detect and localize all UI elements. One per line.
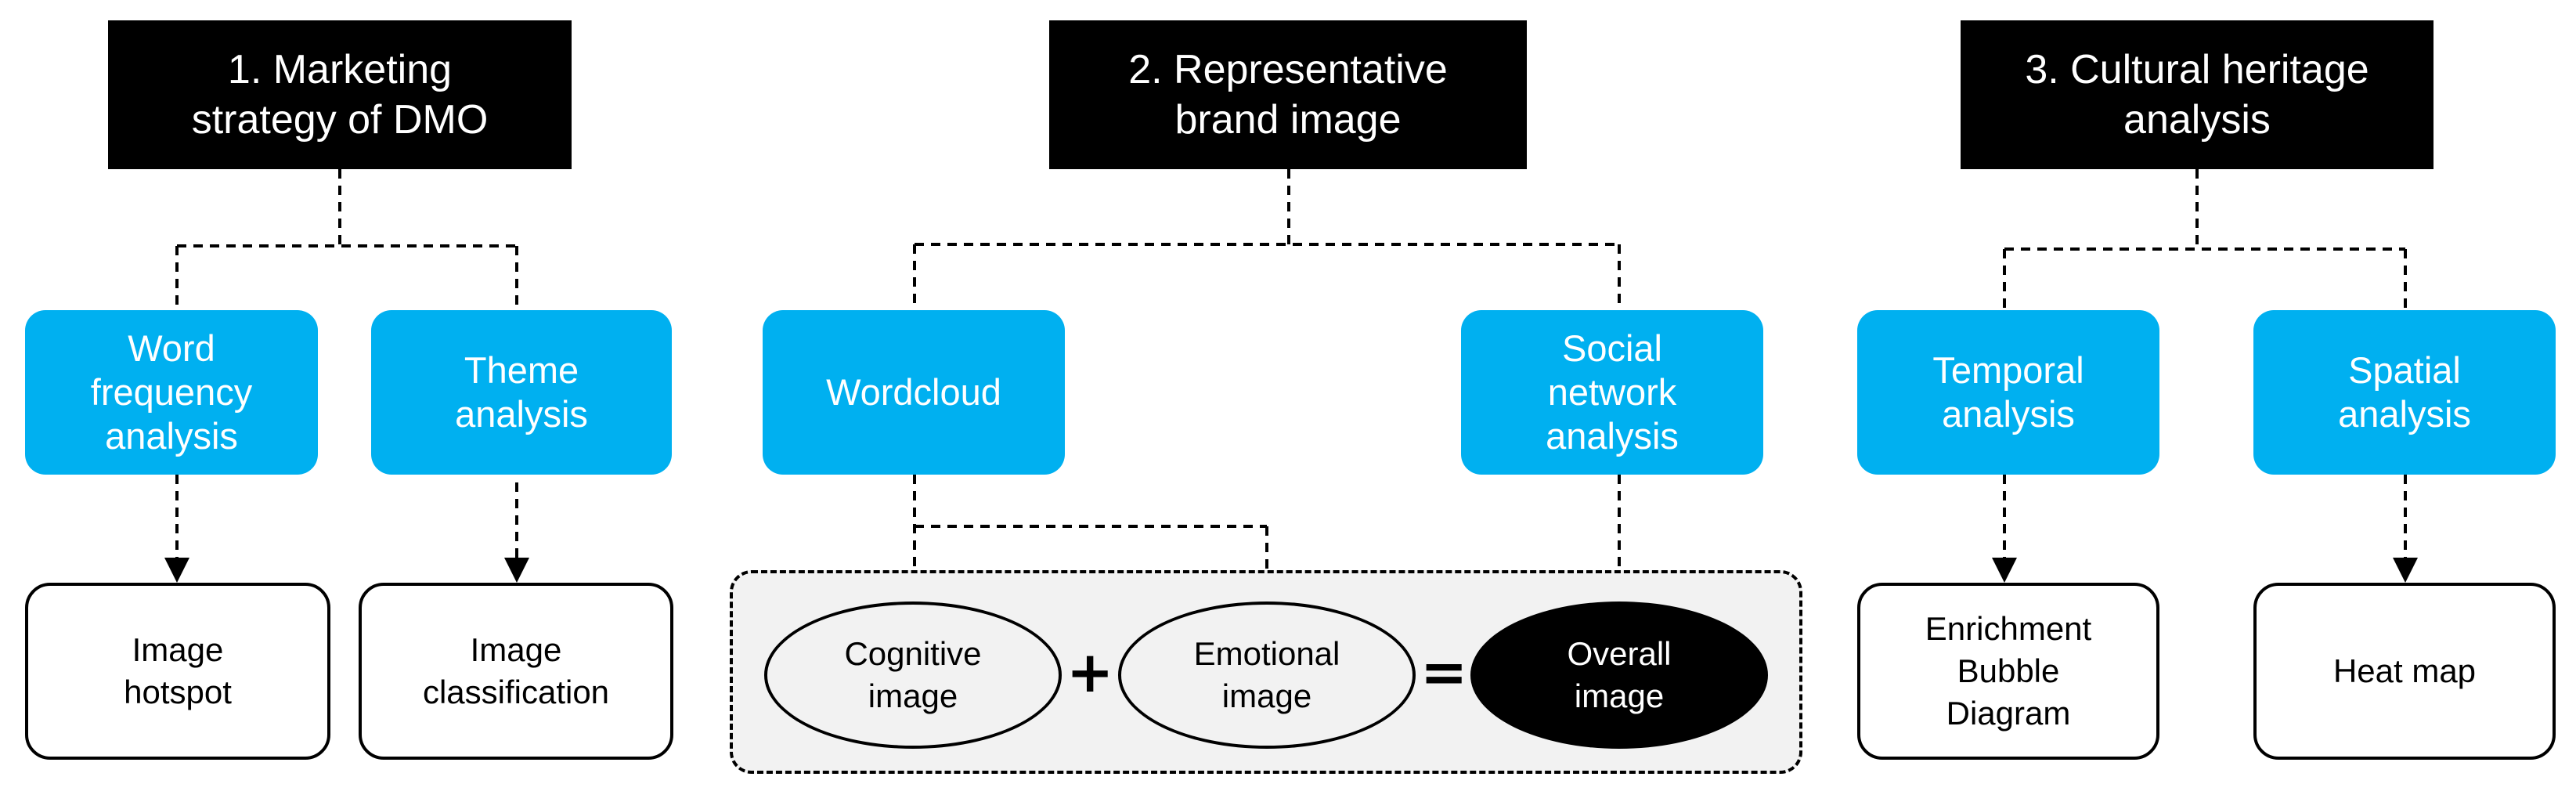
result-emotional-image: Emotional image bbox=[1118, 602, 1416, 749]
result-image-hotspot: Image hotspot bbox=[25, 583, 330, 760]
header-cultural-heritage-analysis: 3. Cultural heritage analysis bbox=[1961, 20, 2433, 169]
method-temporal-analysis: Temporal analysis bbox=[1857, 310, 2159, 475]
connector-header-2-to-methods bbox=[913, 169, 1621, 310]
equals-operator: = bbox=[1420, 639, 1468, 705]
method-spatial-analysis: Spatial analysis bbox=[2253, 310, 2556, 475]
method-word-frequency-analysis: Word frequency analysis bbox=[25, 310, 318, 475]
method-theme-analysis: Theme analysis bbox=[371, 310, 672, 475]
method-social-network-analysis: Social network analysis bbox=[1461, 310, 1763, 475]
result-image-classification: Image classification bbox=[359, 583, 673, 760]
header-marketing-strategy: 1. Marketing strategy of DMO bbox=[108, 20, 572, 169]
connector-header-3-to-methods bbox=[2003, 169, 2407, 310]
method-wordcloud: Wordcloud bbox=[763, 310, 1065, 475]
result-cognitive-image: Cognitive image bbox=[764, 602, 1062, 749]
connector-header-1-to-methods bbox=[175, 169, 518, 310]
result-overall-image: Overall image bbox=[1470, 602, 1768, 749]
plus-operator: + bbox=[1066, 639, 1114, 705]
result-enrichment-bubble-diagram: Enrichment Bubble Diagram bbox=[1857, 583, 2159, 760]
header-representative-brand-image: 2. Representative brand image bbox=[1049, 20, 1527, 169]
result-heat-map: Heat map bbox=[2253, 583, 2556, 760]
